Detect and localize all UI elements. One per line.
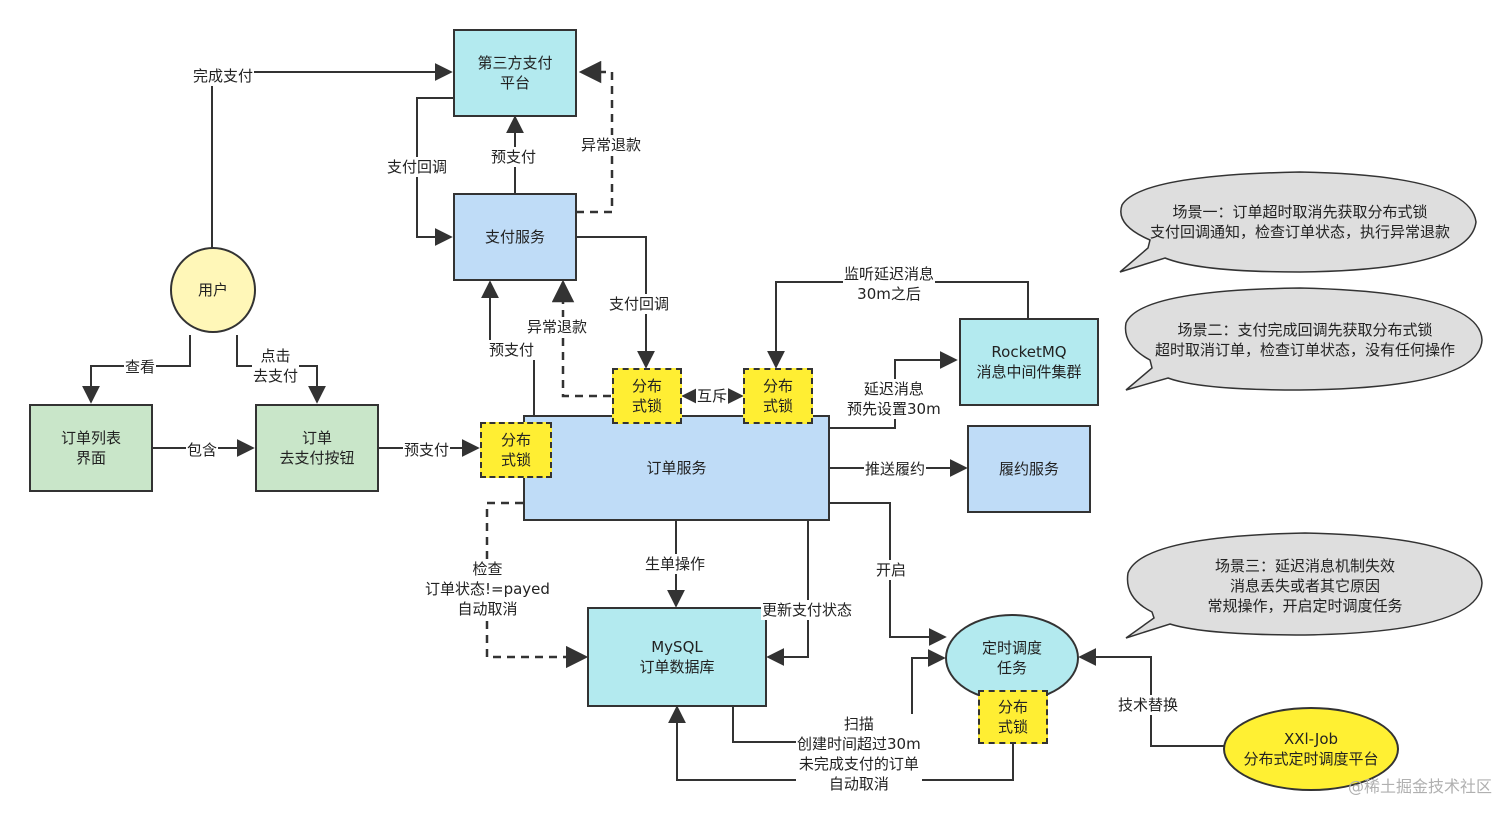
lock-line2: 式锁	[500, 451, 531, 469]
bubble-scene1: 场景一：订单超时取消先获取分布式锁 支付回调通知，检查订单状态，执行异常退款	[1125, 186, 1475, 258]
order-list-page: 订单列表 界面	[29, 404, 153, 492]
label-update-status: 更新支付状态	[761, 600, 854, 620]
user-node: 用户	[170, 247, 256, 333]
lock-line2: 式锁	[997, 718, 1028, 736]
scheduler-line2: 任务	[996, 659, 1027, 677]
bubble-scene3: 场景三：延迟消息机制失效 消息丢失或者其它原因 常规操作，开启定时调度任务	[1130, 548, 1480, 624]
rocketmq-line2: 消息中间件集群	[976, 363, 1082, 381]
label-check-status: 检查 订单状态!=payed 自动取消	[424, 559, 551, 619]
label-prepay-order: 预支付	[403, 440, 451, 460]
bubble-scene3-line3: 常规操作，开启定时调度任务	[1207, 597, 1403, 615]
label-pay-callback-left: 支付回调	[386, 157, 449, 177]
label-prepay-top: 预支付	[490, 147, 538, 167]
label-finish-pay: 完成支付	[192, 66, 255, 86]
edge-pay-callback-right	[576, 236, 655, 369]
bubble-scene2-shape	[1124, 287, 1483, 391]
label-listen-delay-line2: 30m之后	[857, 285, 921, 303]
label-check-status-line3: 自动取消	[457, 600, 518, 618]
edge-refund-mid	[551, 279, 611, 398]
lock-line1: 分布	[762, 377, 793, 395]
bubble-scene1-line1: 场景一：订单超时取消先获取分布式锁	[1172, 203, 1428, 221]
fulfill-label: 履约服务	[998, 460, 1059, 478]
scheduler-line1: 定时调度	[981, 639, 1042, 657]
label-delay-msg: 延迟消息 预先设置30m	[846, 379, 942, 419]
label-scan-line1: 扫描	[843, 715, 874, 733]
rocketmq-line1: RocketMQ	[991, 343, 1067, 361]
lock-prepay: 分布 式锁	[480, 422, 552, 478]
bubble-scene3-shape	[1125, 532, 1483, 639]
watermark: @稀土掘金技术社区	[1347, 777, 1492, 796]
lock-delay-msg: 分布 式锁	[743, 368, 813, 424]
label-scan-line3: 未完成支付的订单	[798, 755, 919, 773]
lock-line2: 式锁	[631, 397, 662, 415]
label-prepay-mid: 预支付	[488, 340, 536, 360]
edge-update-status	[766, 521, 809, 666]
lock-line1: 分布	[500, 431, 531, 449]
pay-service: 支付服务	[453, 193, 577, 281]
bubble-shapes	[1119, 171, 1483, 639]
third-party-line2: 平台	[499, 74, 530, 92]
label-listen-delay: 监听延迟消息 30m之后	[843, 264, 936, 304]
mysql-line1: MySQL	[651, 638, 703, 656]
label-create-order: 生单操作	[644, 554, 707, 574]
bubble-scene2: 场景二：支付完成回调先获取分布式锁 超时取消订单，检查订单状态，没有任何操作	[1130, 304, 1480, 376]
pay-button-node: 订单 去支付按钮	[255, 404, 379, 492]
bubble-scene2-line2: 超时取消订单，检查订单状态，没有任何操作	[1154, 341, 1455, 359]
label-push-fulfill: 推送履约	[864, 459, 927, 479]
label-click-pay: 点击 去支付	[252, 346, 300, 386]
label-tech-replace: 技术替换	[1117, 695, 1180, 715]
scheduler-node: 定时调度 任务	[945, 614, 1079, 702]
user-label: 用户	[197, 281, 228, 299]
xxljob-line2: 分布式定时调度平台	[1243, 750, 1379, 768]
label-refund-top: 异常退款	[580, 135, 643, 155]
label-check-status-line2: 订单状态!=payed	[425, 580, 550, 598]
label-view: 查看	[124, 357, 157, 377]
lock-line2: 式锁	[762, 397, 793, 415]
bubble-scene3-line1: 场景三：延迟消息机制失效	[1214, 557, 1395, 575]
xxljob-node: XXl-Job 分布式定时调度平台	[1223, 707, 1399, 791]
xxljob-line1: XXl-Job	[1283, 730, 1339, 748]
lock-line1: 分布	[997, 698, 1028, 716]
lock-line1: 分布	[631, 377, 662, 395]
label-contains: 包含	[186, 440, 219, 460]
mysql-line2: 订单数据库	[639, 658, 715, 676]
label-scan-line4: 自动取消	[828, 775, 889, 793]
label-refund-mid: 异常退款	[526, 317, 589, 337]
bubble-scene3-line2: 消息丢失或者其它原因	[1229, 577, 1380, 595]
label-scan-line2: 创建时间超过30m	[797, 735, 921, 753]
label-click-pay-line2: 去支付	[253, 367, 299, 385]
mysql-node: MySQL 订单数据库	[587, 607, 767, 707]
order-list-line1: 订单列表	[60, 429, 121, 447]
lock-pay-callback: 分布 式锁	[612, 368, 682, 424]
pay-button-line2: 去支付按钮	[279, 449, 355, 467]
bubble-scene1-shape	[1119, 171, 1477, 273]
label-start: 开启	[875, 560, 908, 580]
fulfill-service: 履约服务	[967, 425, 1091, 513]
label-delay-msg-line1: 延迟消息	[863, 380, 924, 398]
pay-button-line1: 订单	[301, 429, 332, 447]
bubble-scene2-line1: 场景二：支付完成回调先获取分布式锁	[1177, 321, 1433, 339]
rocketmq-node: RocketMQ 消息中间件集群	[959, 318, 1099, 406]
lock-scheduler: 分布 式锁	[978, 690, 1048, 744]
third-party-pay-platform: 第三方支付 平台	[453, 29, 577, 117]
label-mutex: 互斥	[696, 386, 729, 406]
order-service: 订单服务	[523, 415, 830, 521]
label-click-pay-line1: 点击	[260, 347, 291, 365]
label-check-status-line1: 检查	[472, 560, 503, 578]
label-delay-msg-line2: 预先设置30m	[847, 400, 941, 418]
label-scan: 扫描 创建时间超过30m 未完成支付的订单 自动取消	[796, 714, 922, 794]
label-listen-delay-line1: 监听延迟消息	[844, 265, 935, 283]
label-pay-callback-right: 支付回调	[608, 294, 671, 314]
bubble-scene1-line2: 支付回调通知，检查订单状态，执行异常退款	[1149, 223, 1450, 241]
third-party-line1: 第三方支付	[477, 54, 553, 72]
order-service-label: 订单服务	[646, 459, 707, 477]
pay-service-label: 支付服务	[484, 228, 545, 246]
order-list-line2: 界面	[75, 449, 106, 467]
